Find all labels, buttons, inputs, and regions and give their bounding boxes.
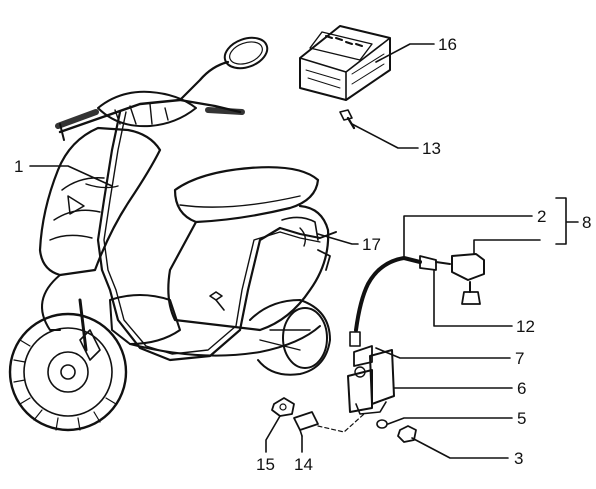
rear-wheel (249, 299, 331, 376)
ignition-coil-6 (347, 345, 395, 415)
small-parts (271, 397, 417, 443)
callout-14: 14 (294, 455, 313, 474)
seat (173, 166, 320, 224)
voltage-regulator-16 (299, 25, 391, 101)
callout-2: 2 (537, 207, 546, 226)
leader-lines (29, 43, 579, 459)
callout-12: 12 (516, 317, 535, 336)
callout-15: 15 (256, 455, 275, 474)
callout-16: 16 (438, 35, 457, 54)
callout-13: 13 (422, 139, 441, 158)
callout-3: 3 (514, 449, 523, 468)
callout-7: 7 (515, 349, 524, 368)
rear-body (167, 204, 331, 332)
wiring-harness (96, 110, 337, 362)
callout-6: 6 (517, 379, 526, 398)
callout-5: 5 (517, 409, 526, 428)
screw-13 (339, 109, 356, 130)
callout-1: 1 (14, 157, 23, 176)
mirror (178, 36, 269, 102)
scooter-illustration (8, 36, 337, 432)
callout-labels: 1 2 3 5 6 7 8 12 13 14 15 16 17 (14, 35, 591, 474)
ht-lead-assembly (349, 253, 485, 347)
front-wheel (8, 274, 128, 432)
callout-8: 8 (582, 213, 591, 232)
front-body (38, 126, 162, 277)
handlebar (55, 90, 245, 141)
callout-17: 17 (362, 235, 381, 254)
